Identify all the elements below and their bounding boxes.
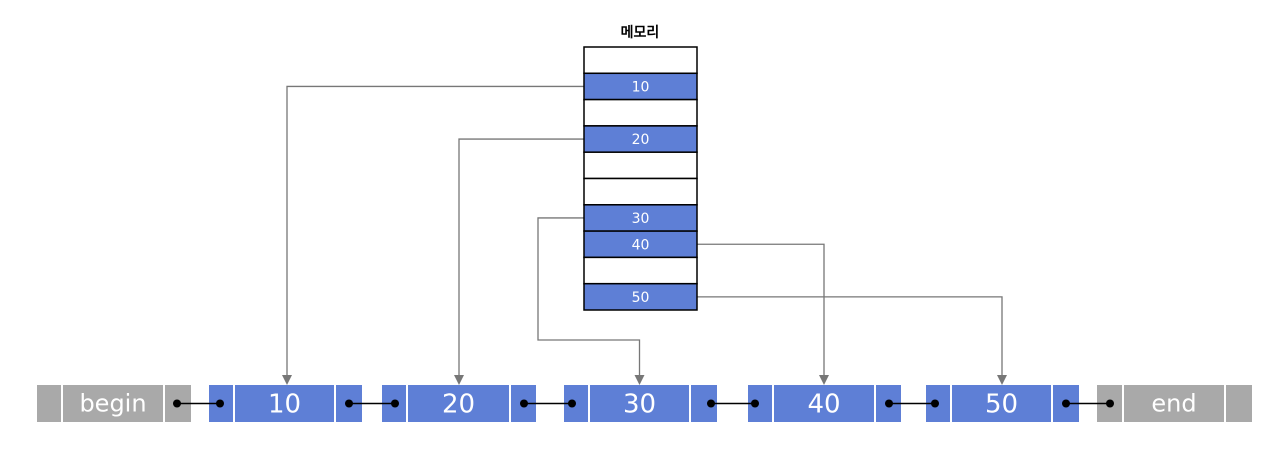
link-dot [1062, 399, 1070, 408]
linked-list: begin end 10 20 30 40 50 [37, 385, 1252, 422]
memory-cell-empty [583, 98, 698, 127]
memory-cell-value: 40 [632, 237, 650, 253]
memory-title: 메모리 [621, 25, 660, 41]
link-dot [568, 399, 576, 408]
memory-cell-filled [583, 282, 698, 311]
memory-cell-filled [583, 204, 698, 232]
link-dot [707, 399, 715, 408]
pointer-arrow [537, 217, 645, 385]
link-dot [1106, 399, 1114, 408]
link-dot [216, 399, 224, 408]
link-dot [931, 399, 939, 408]
pointer-arrows [282, 85, 1007, 385]
pointer-arrow [697, 243, 829, 385]
link-dot [173, 399, 181, 408]
link-dot [520, 399, 528, 408]
link-dot [885, 399, 893, 408]
list-node-value: 20 [442, 390, 475, 420]
memory-cell-empty [583, 256, 698, 285]
memory-block: 10 20 30 40 50 [583, 46, 698, 311]
pointer-arrow [282, 85, 584, 385]
pointer-arrow [697, 296, 1007, 385]
memory-cell-value: 30 [632, 211, 650, 227]
memory-cell-empty [583, 46, 698, 75]
list-node-value: 40 [807, 390, 840, 420]
begin-label: begin [79, 390, 146, 418]
link-dot [391, 399, 399, 408]
memory-cell-filled [583, 230, 698, 259]
memory-cell-value: 20 [632, 132, 650, 148]
end-label: end [1151, 390, 1196, 418]
memory-cell-filled [583, 72, 698, 101]
pointer-arrow [454, 138, 584, 385]
memory-cell-empty [583, 177, 698, 206]
memory-cell-empty [583, 151, 698, 180]
link-dot [751, 399, 759, 408]
list-node-value: 10 [268, 390, 301, 420]
link-dot [345, 399, 353, 408]
memory-cell-value: 50 [632, 290, 650, 306]
list-node-value: 30 [623, 390, 656, 420]
list-node-value: 50 [985, 390, 1018, 420]
memory-cell-value: 10 [632, 79, 650, 95]
